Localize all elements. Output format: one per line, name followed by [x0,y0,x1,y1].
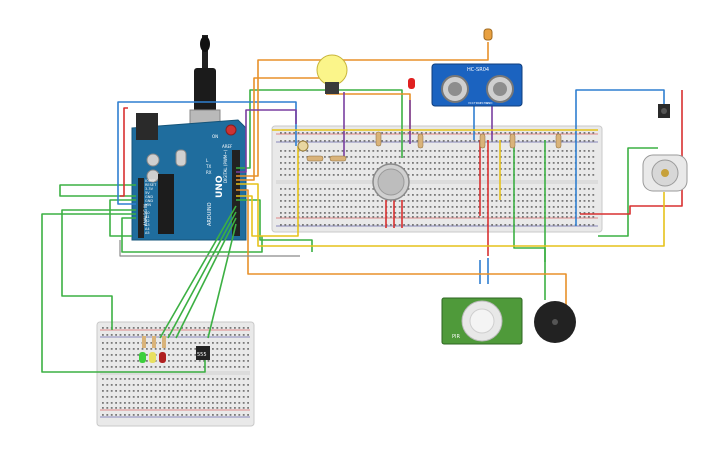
wire-orange [236,42,489,177]
wire-orange [236,77,330,181]
pin-label: A0 [145,211,150,215]
piezo-buzzer [534,301,576,343]
pin-label: A2 [145,219,150,223]
wire-blue [575,89,665,226]
pin-label: GND [145,199,153,203]
arduino-uno-board: UNO ARDUINO DIGITAL (PWM~) ANALOG IN IOR… [131,35,247,241]
pir-sensor: PIR [441,297,523,345]
board-brand-label: ARDUINO [207,202,213,226]
wire-green [109,199,136,237]
ic-chip: 555 [196,346,210,360]
ultrasonic-model-label: HC-SR04 [467,67,489,73]
wires [41,42,683,373]
digital-header [232,150,240,236]
wire-green [61,209,136,330]
pin-label: 5V [145,191,150,195]
wire-red [385,200,403,228]
wire-grey [119,240,300,257]
power-analog-header [138,178,144,238]
atmega-chip [158,174,174,234]
pin-label: A3 [145,223,150,227]
wire-green [159,205,237,339]
wire-green [598,147,658,237]
small-breadboard [96,321,255,427]
wire-purple [236,109,297,173]
wire-red [120,107,128,197]
photoresistor [297,140,309,152]
pin-label: A4 [145,227,150,231]
main-breadboard [271,125,603,233]
dc-motor [642,154,688,192]
push-button[interactable] [658,104,670,118]
ultrasonic-pin-label: VCC [468,101,474,105]
ultrasonic-pin-label: TRIG [473,101,481,105]
wire-yellow [236,146,299,237]
wire-green [167,211,237,339]
pin-label: A1 [145,215,150,219]
wire-yellow [236,183,665,247]
wire-orange [236,189,567,308]
red-led [408,78,415,89]
resistors [306,131,562,162]
power-jack [136,113,158,140]
tx-led-label: TX [205,164,211,169]
wire-green [41,213,206,373]
pir-label: PIR [452,334,460,340]
pin-label: GND [145,195,153,199]
pin-label: VIN [145,203,151,207]
wire-green [175,217,237,339]
ultrasonic-pin-label: GND [486,101,492,105]
pin-label: RESET [145,183,157,187]
wire-green [207,223,237,339]
pin-label: IOREF [145,179,155,183]
aref-label: AREF [222,144,233,149]
rx-led-label: RX [206,170,212,175]
wire-green [59,184,136,197]
ultrasonic-pin-label: ECHO [480,101,489,105]
usb-plug [194,68,216,112]
analog-header-label: ANALOG IN [143,204,148,226]
gas-sensor [372,163,410,201]
reset-button[interactable] [225,124,237,136]
light-bulb [316,54,348,94]
digital-header-label: DIGITAL (PWM~) [223,149,228,183]
pin-label: 3.3V [145,187,154,191]
pin-label: A5 [145,231,150,235]
l-led-label: L [206,158,209,163]
ic-label: 555 [197,352,207,358]
led-group [139,336,166,363]
on-led-label: ON [212,134,218,139]
board-model-label: UNO [215,175,225,198]
orange-led [483,28,493,41]
